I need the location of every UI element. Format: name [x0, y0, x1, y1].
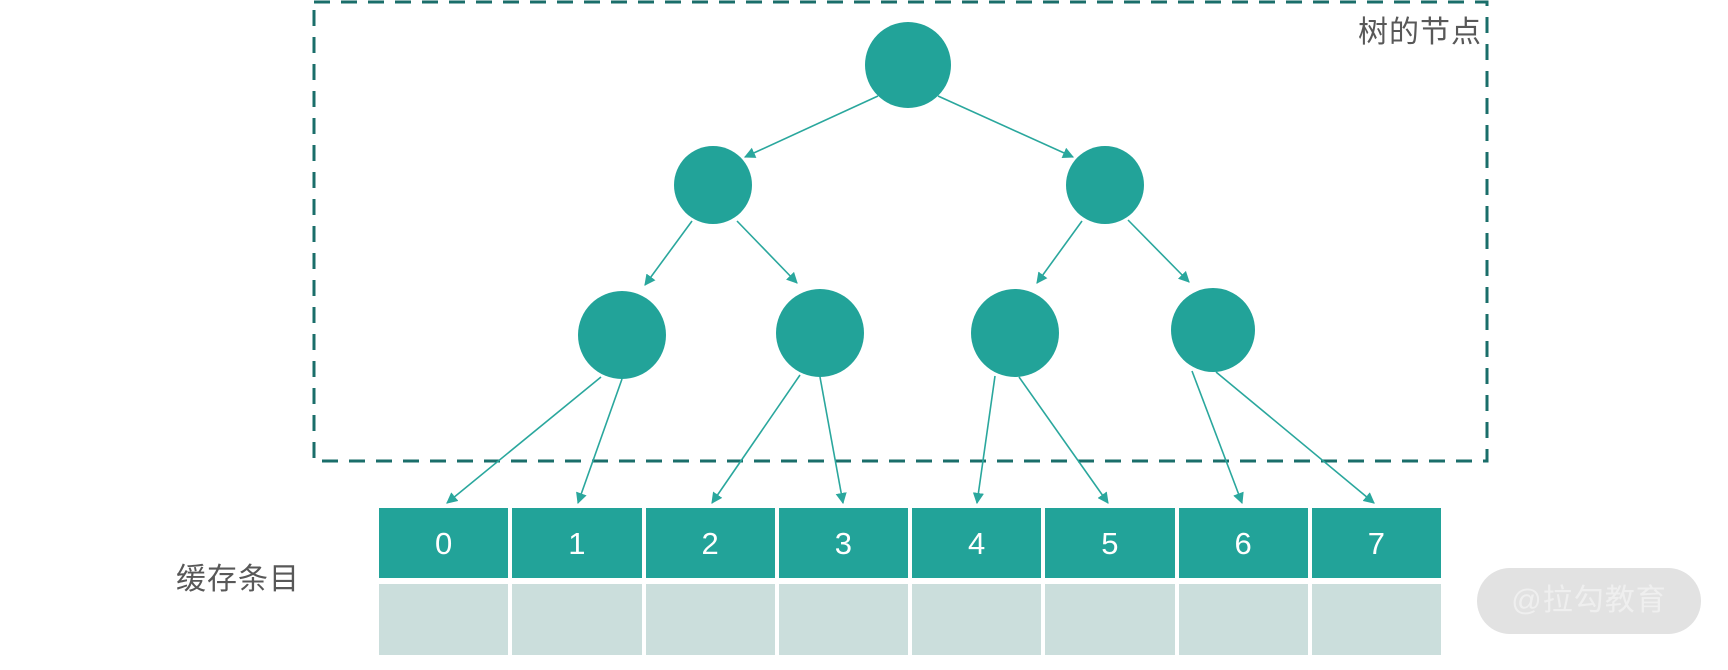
- cache-header-row: 0 1 2 3 4 5 6 7: [379, 508, 1441, 578]
- tree-edge-left-ll: [644, 220, 693, 286]
- tree-region-boundary: [312, 0, 1489, 463]
- cache-index-cell[interactable]: 6: [1178, 508, 1308, 578]
- cache-edge-rr-6: [1191, 370, 1244, 505]
- cache-table: 0 1 2 3 4 5 6 7: [379, 508, 1441, 655]
- tree-node-group: [578, 22, 1255, 379]
- cache-index-cell[interactable]: 0: [379, 508, 509, 578]
- watermark-text: @拉勾教育: [1511, 584, 1667, 617]
- tree-node-left[interactable]: [674, 146, 752, 224]
- cache-index-cell[interactable]: 2: [645, 508, 775, 578]
- cache-edge-ll-0: [446, 376, 602, 504]
- cache-edge-ll-1: [576, 378, 623, 505]
- tree-node-left-left[interactable]: [578, 291, 666, 379]
- tree-node-right-right[interactable]: [1171, 288, 1255, 372]
- tree-node-left-right[interactable]: [776, 289, 864, 377]
- cache-table-label: 缓存条目: [176, 563, 300, 596]
- tree-region-label: 树的节点: [1358, 16, 1482, 49]
- cache-value-row: [379, 584, 1441, 655]
- cache-edge-lr-2: [711, 374, 801, 504]
- tree-edge-root-right: [937, 95, 1075, 158]
- cache-index-cell[interactable]: 7: [1311, 508, 1441, 578]
- cache-value-cell[interactable]: [1178, 584, 1308, 655]
- tree-node-right[interactable]: [1066, 146, 1144, 224]
- tree-node-right-left[interactable]: [971, 289, 1059, 377]
- tree-edge-left-lr: [736, 220, 798, 284]
- cache-edge-rl-4: [972, 375, 996, 505]
- cache-value-cell[interactable]: [512, 584, 642, 655]
- cache-edge-group: [446, 370, 1375, 505]
- cache-edge-rl-5: [1018, 376, 1109, 504]
- tree-edge-root-left: [743, 95, 879, 158]
- cache-edge-lr-3: [819, 376, 847, 505]
- cache-index-cell[interactable]: 1: [512, 508, 642, 578]
- cache-value-cell[interactable]: [1311, 584, 1441, 655]
- watermark-badge: @拉勾教育: [1477, 568, 1701, 634]
- cache-value-cell[interactable]: [912, 584, 1042, 655]
- cache-index-cell[interactable]: 4: [912, 508, 1042, 578]
- cache-value-cell[interactable]: [645, 584, 775, 655]
- cache-index-cell[interactable]: 5: [1045, 508, 1175, 578]
- cache-value-cell[interactable]: [778, 584, 908, 655]
- cache-value-cell[interactable]: [1045, 584, 1175, 655]
- tree-edge-group: [644, 95, 1190, 286]
- tree-node-root[interactable]: [865, 22, 951, 108]
- tree-edge-right-rr: [1127, 219, 1190, 283]
- tree-edge-right-rl: [1036, 220, 1083, 284]
- cache-value-cell[interactable]: [379, 584, 509, 655]
- cache-edge-rr-7: [1215, 371, 1375, 504]
- cache-index-cell[interactable]: 3: [778, 508, 908, 578]
